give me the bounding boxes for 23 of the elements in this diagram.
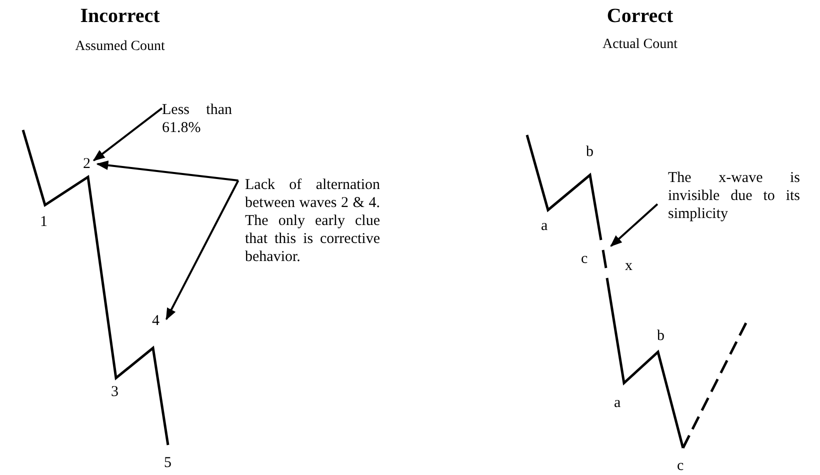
- wave-label: 2: [83, 155, 95, 173]
- wave-label: a: [541, 218, 549, 234]
- callout-text: Less than 61.8%: [162, 101, 232, 137]
- wave-label: a: [614, 395, 622, 411]
- panel-subtitle: Actual Count: [601, 36, 679, 54]
- leader-arrow: [610, 203, 658, 247]
- wave-label: 5: [164, 455, 172, 471]
- wave-label: 1: [40, 214, 48, 230]
- callout-text: Lack of alternation between waves 2 & 4. The only early clue that this is corrective behavior.: [245, 176, 380, 266]
- wave-label: x: [625, 258, 634, 274]
- wave-label: c: [581, 251, 589, 267]
- wave-label: c: [677, 458, 685, 474]
- wave-label: b: [586, 144, 594, 160]
- leader-arrow: [92, 107, 163, 162]
- wave-label: 3: [111, 384, 120, 400]
- panel-title: Incorrect: [79, 4, 161, 28]
- leader-arrow: [96, 160, 238, 182]
- leader-arrow: [166, 180, 240, 320]
- panel-title: Correct: [606, 4, 674, 28]
- wave-label: 4: [152, 312, 164, 330]
- panel-subtitle: Assumed Count: [74, 38, 166, 56]
- callout-text: The x-wave is invisible due to its simplicity: [668, 169, 800, 223]
- wave-label: b: [657, 328, 666, 344]
